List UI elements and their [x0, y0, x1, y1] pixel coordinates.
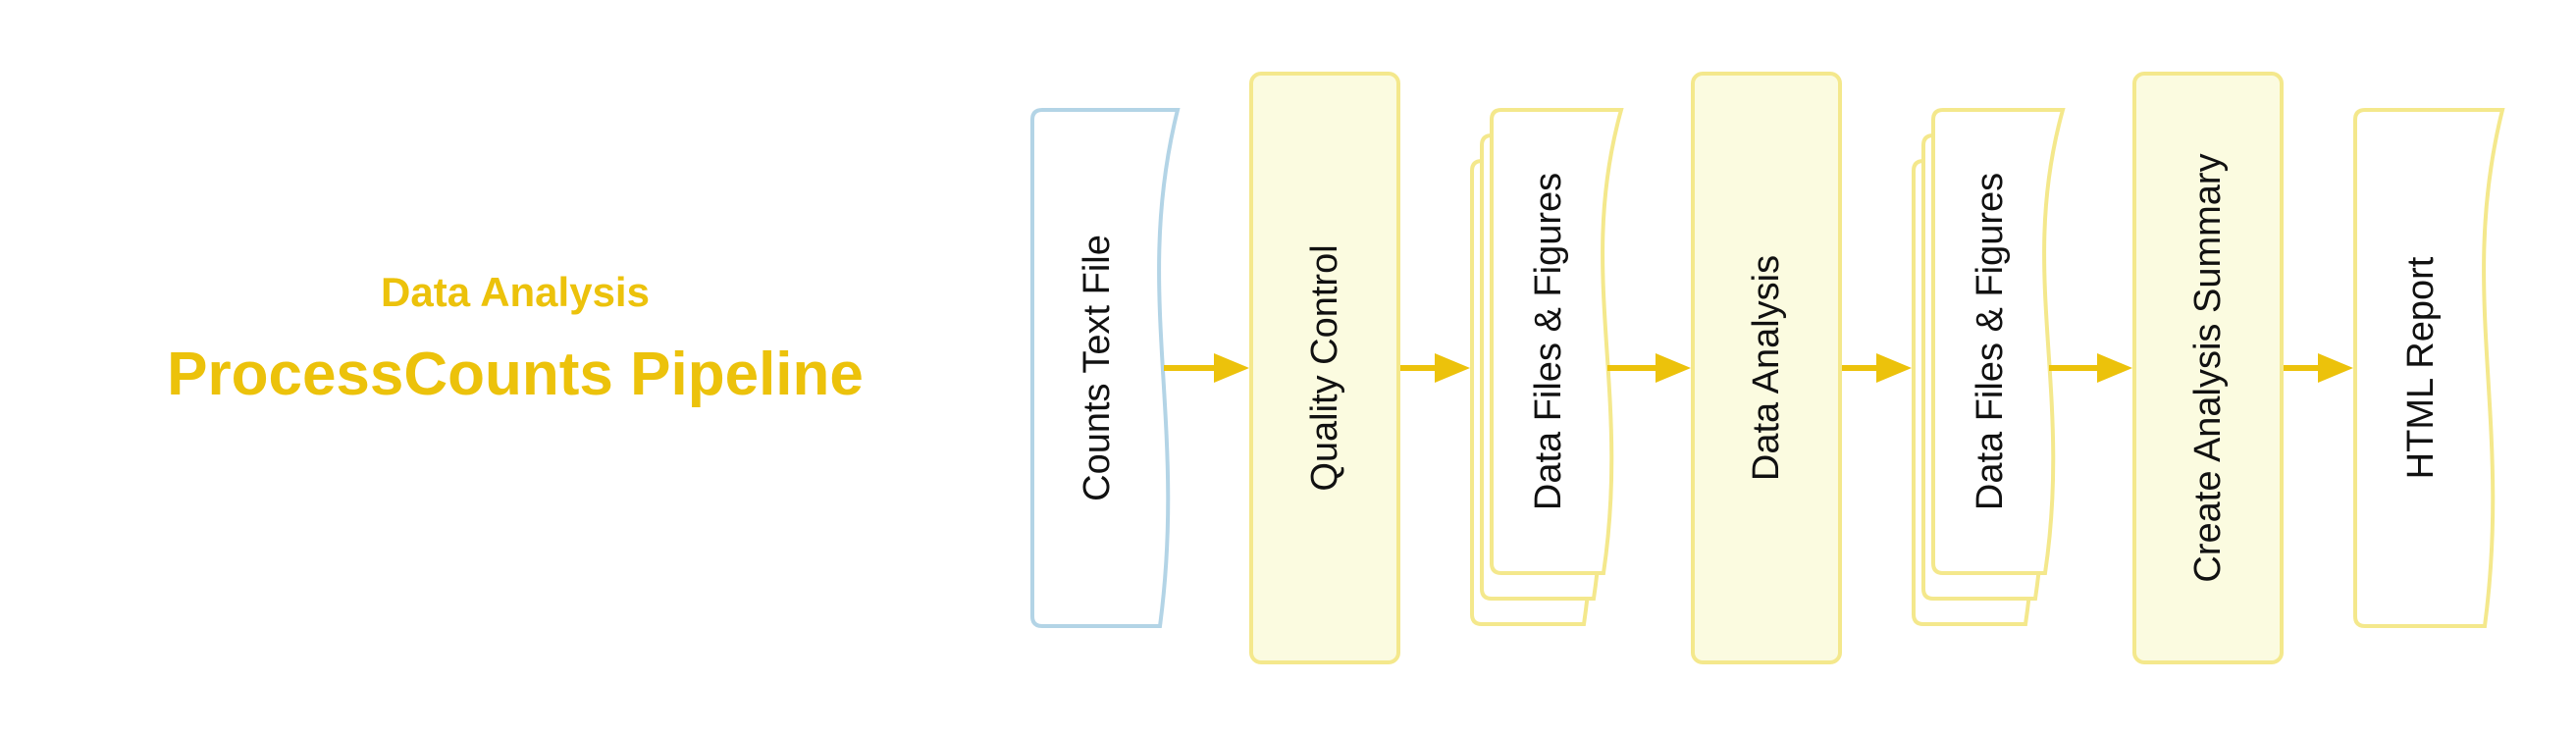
title-block: Data Analysis ProcessCounts Pipeline — [137, 265, 893, 412]
flow-arrow — [1842, 353, 1912, 383]
pipeline-node-2: Quality Control — [1249, 72, 1400, 664]
pipeline-node-3: Data Files & Figures — [1470, 108, 1624, 626]
node-label: HTML Report — [2400, 256, 2442, 479]
document-page — [1931, 108, 2066, 575]
diagram-subtitle: Data Analysis — [381, 269, 650, 315]
pipeline-node-7: HTML Report — [2353, 108, 2505, 628]
pipeline-node-4: Data Analysis — [1691, 72, 1842, 664]
process-box — [2132, 72, 2284, 664]
document-shape — [1030, 108, 1181, 628]
arrow-head — [2318, 353, 2353, 383]
arrow-head — [1214, 353, 1249, 383]
document-page — [1490, 108, 1624, 575]
flow-arrow — [1607, 353, 1691, 383]
flow-arrow — [1400, 353, 1470, 383]
arrow-head — [1656, 353, 1691, 383]
node-label: Data Analysis — [1746, 255, 1787, 481]
flow-arrow — [2284, 353, 2353, 383]
flow-arrow — [2049, 353, 2132, 383]
node-label: Data Files & Figures — [1970, 173, 2011, 510]
node-label: Quality Control — [1304, 244, 1345, 491]
pipeline-node-5: Data Files & Figures — [1912, 108, 2066, 626]
pipeline-node-1: Counts Text File — [1030, 108, 1181, 628]
diagram-title: ProcessCounts Pipeline — [167, 341, 864, 408]
flow-arrow — [1164, 353, 1249, 383]
node-label: Data Files & Figures — [1528, 173, 1569, 510]
document-shape — [2353, 108, 2505, 628]
arrow-head — [2097, 353, 2132, 383]
arrow-head — [1876, 353, 1912, 383]
pipeline-node-6: Create Analysis Summary — [2132, 72, 2284, 664]
process-box — [1691, 72, 1842, 664]
arrow-head — [1435, 353, 1470, 383]
node-label: Create Analysis Summary — [2187, 153, 2229, 582]
node-label: Counts Text File — [1077, 235, 1118, 501]
process-box — [1249, 72, 1400, 664]
